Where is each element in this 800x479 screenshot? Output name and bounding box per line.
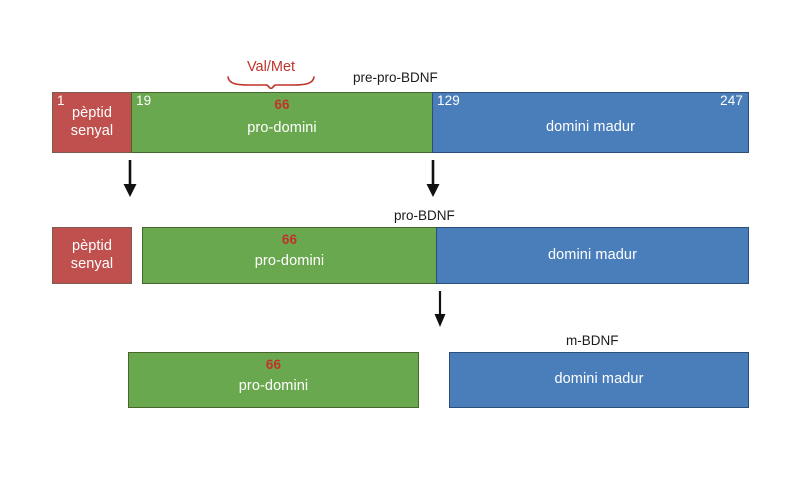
cleavage-arrow-pro-domain (426, 160, 440, 197)
row3-pro-domain-label: pro-domini (238, 377, 309, 394)
row1-mature-domain-start-number: 129 (437, 93, 460, 108)
row2-signal-peptide-label-line2: senyal (70, 255, 114, 272)
cleavage-arrow-signal-peptide (123, 160, 137, 197)
caption-m-bdnf: m-BDNF (566, 333, 619, 348)
row1-signal-peptide-label-line1: pèptid (71, 105, 113, 122)
row1-signal-peptide-start-number: 1 (57, 93, 65, 108)
row1-pro-domain-label: pro-domini (247, 120, 317, 137)
row1-mature-domain-label: domini madur (545, 118, 636, 135)
row2-signal-peptide-label-line1: pèptid (71, 238, 113, 255)
row1-pro-domain-start-number: 19 (136, 93, 152, 108)
row2-pro-domain-residue-number: 66 (281, 232, 298, 247)
row2-mature-domain-box[interactable]: domini madur (436, 227, 749, 284)
row1-mature-domain-box[interactable]: 129 247 domini madur (432, 92, 749, 153)
row2-signal-peptide-box[interactable]: pèptid senyal (52, 227, 132, 284)
curly-brace-icon (227, 75, 315, 89)
row1-signal-peptide-label-line2: senyal (70, 122, 114, 139)
cleavage-arrow-mature-domain (434, 291, 446, 327)
row3-mature-domain-box[interactable]: domini madur (449, 352, 749, 408)
row3-pro-domain-box[interactable]: 66 pro-domini (128, 352, 419, 408)
caption-pro-bdnf: pro-BDNF (394, 208, 455, 223)
row1-signal-peptide-box[interactable]: 1 pèptid senyal (52, 92, 132, 153)
row3-mature-domain-label: domini madur (554, 371, 644, 388)
row3-pro-domain-residue-number: 66 (265, 357, 282, 372)
row1-pro-domain-box[interactable]: 19 66 pro-domini (131, 92, 433, 153)
val-met-label: Val/Met (246, 59, 296, 75)
row1-mature-domain-end-number: 247 (720, 93, 743, 108)
row1-signal-peptide-label: pèptid senyal (71, 105, 114, 139)
row2-pro-domain-label: pro-domini (254, 253, 325, 270)
caption-pre-pro-bdnf: pre-pro-BDNF (353, 70, 438, 85)
row1-pro-domain-residue-number: 66 (274, 97, 290, 112)
val-met-callout: Val/Met (225, 60, 317, 89)
row2-mature-domain-label: domini madur (547, 246, 638, 263)
row2-signal-peptide-label: pèptid senyal (71, 238, 114, 272)
row2-pro-domain-box[interactable]: 66 pro-domini (142, 227, 437, 284)
